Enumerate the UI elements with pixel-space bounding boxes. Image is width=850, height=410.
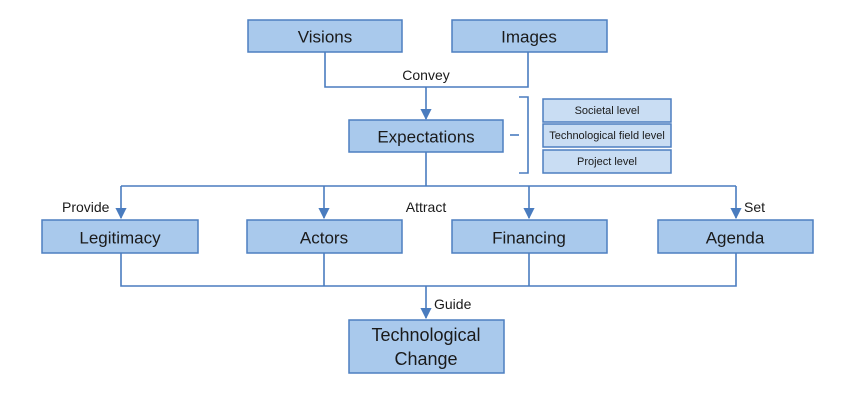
financing-box: Financing: [451, 219, 608, 254]
legitimacy-label: Legitimacy: [79, 229, 161, 248]
expectations-box: Expectations: [348, 119, 504, 153]
financing-label: Financing: [492, 229, 566, 248]
societal-level-box: Societal level: [542, 98, 672, 123]
agenda-box: Agenda: [657, 219, 814, 254]
level-bracket: [510, 96, 529, 174]
technological-change-label-line1: Technological: [371, 325, 480, 345]
legitimacy-box: Legitimacy: [41, 219, 199, 254]
actors-label: Actors: [300, 229, 348, 248]
distribution-connector: [115, 152, 742, 220]
guide-connector: [120, 253, 737, 320]
attract-label: Attract: [406, 199, 447, 215]
images-box: Images: [451, 19, 608, 53]
visions-box: Visions: [247, 19, 403, 53]
convey-label: Convey: [402, 67, 449, 83]
actors-box: Actors: [246, 219, 403, 254]
project-level-label: Project level: [577, 156, 637, 168]
provide-label: Provide: [62, 199, 110, 215]
technological-change-label-line2: Change: [394, 349, 457, 369]
technological-field-level-box: Technological field level: [542, 123, 672, 148]
images-label: Images: [501, 28, 557, 47]
set-label: Set: [744, 199, 765, 215]
technological-change-box: Technological Change: [348, 319, 505, 374]
convey-connector: [324, 52, 529, 121]
agenda-label: Agenda: [706, 229, 765, 248]
expectations-label: Expectations: [377, 128, 474, 147]
visions-label: Visions: [298, 28, 353, 47]
technological-field-level-label: Technological field level: [549, 130, 665, 142]
project-level-box: Project level: [542, 149, 672, 174]
guide-label: Guide: [434, 296, 472, 312]
societal-level-label: Societal level: [575, 105, 640, 117]
